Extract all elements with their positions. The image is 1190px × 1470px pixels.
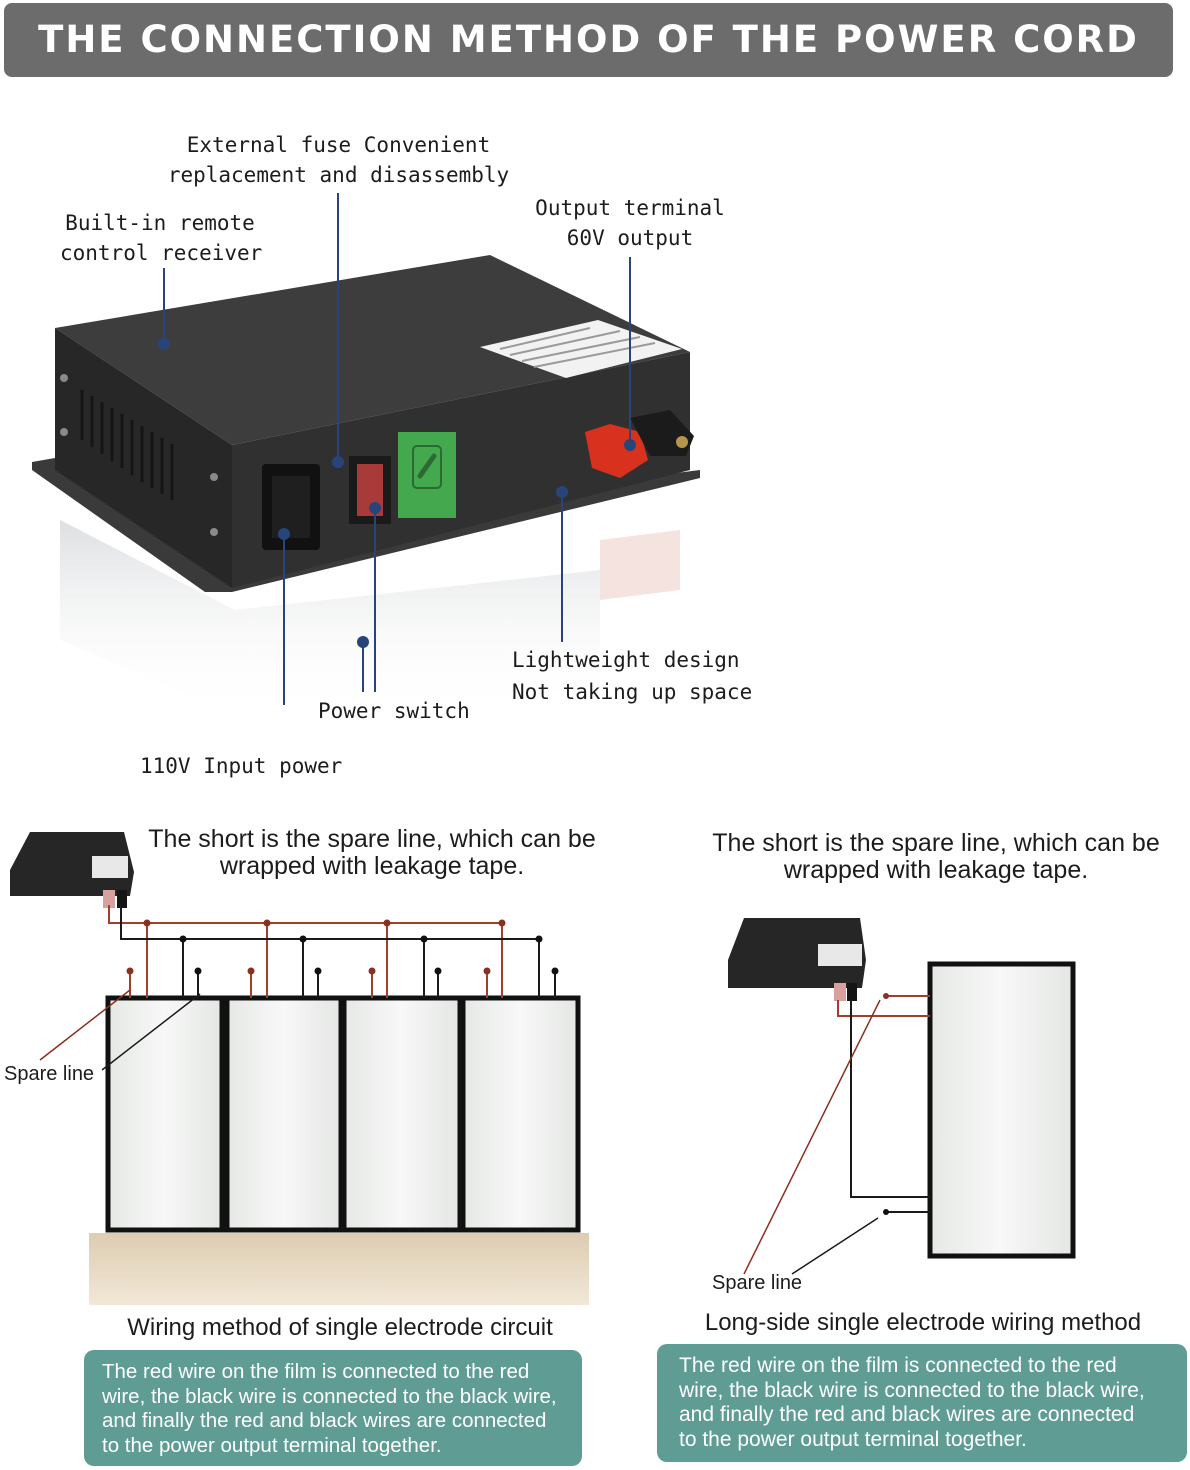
remote-receiver-label: Built-in remote control receiver [60,208,263,268]
right-spare-line-label: Spare line [712,1272,803,1294]
left-note-line-3: and finally the red and black wires are … [102,1409,547,1432]
lightweight-label-line-1: Lightweight design [512,648,740,672]
left-caption-line-1: The short is the spare line, which can b… [148,825,596,853]
input-power-label: 110V Input power [140,754,343,778]
output-label-line-2: 60V output [566,226,694,250]
fuse-label: External fuse Convenient replacement and… [156,130,521,190]
lightweight-label: Lightweight design Not taking up space [512,644,753,708]
fuse-label-line-2: replacement and disassembly [167,163,510,187]
right-note-line-1: The red wire on the film is connected to… [679,1354,1117,1377]
power-switch-label: Power switch [318,699,470,723]
right-caption: The short is the spare line, which can b… [688,830,1184,884]
callout-leader-lines [163,193,631,705]
power-supply-device [32,255,700,715]
page-title: THE CONNECTION METHOD OF THE POWER CORD [38,18,1139,61]
remote-label-line-1: Built-in remote [65,211,255,235]
left-note-line-2: wire, the black wire is connected to the… [102,1384,557,1408]
right-subtitle: Long-side single electrode wiring method [704,1309,1142,1336]
right-note-line-3: and finally the red and black wires are … [679,1403,1135,1426]
long-side-electrode-diagram [728,918,1076,1275]
right-caption-line-2: wrapped with leakage tape. [783,856,1089,884]
left-note-line-1: The red wire on the film is connected to… [102,1360,530,1383]
title-banner: THE CONNECTION METHOD OF THE POWER CORD [4,3,1173,77]
single-electrode-diagram [10,832,589,1305]
left-note-box: The red wire on the film is connected to… [84,1350,582,1466]
right-note-line-2: wire, the black wire is connected to the… [679,1378,1145,1402]
right-caption-line-1: The short is the spare line, which can b… [712,829,1160,857]
left-caption: The short is the spare line, which can b… [124,826,620,880]
left-spare-line-label: Spare line [4,1063,95,1085]
output-label-line-1: Output terminal [535,196,725,220]
right-note-line-4: to the power output terminal together. [679,1427,1027,1451]
fuse-label-line-1: External fuse Convenient [186,133,491,157]
left-note-line-4: to the power output terminal together. [102,1433,442,1457]
remote-label-line-2: control receiver [60,241,263,265]
right-note-box: The red wire on the film is connected to… [657,1344,1187,1462]
left-subtitle: Wiring method of single electrode circui… [127,1314,553,1341]
remote-control-icon [412,445,442,489]
lightweight-label-line-2: Not taking up space [512,680,753,704]
left-caption-line-2: wrapped with leakage tape. [219,852,525,880]
output-terminal-label: Output terminal 60V output [530,193,730,253]
